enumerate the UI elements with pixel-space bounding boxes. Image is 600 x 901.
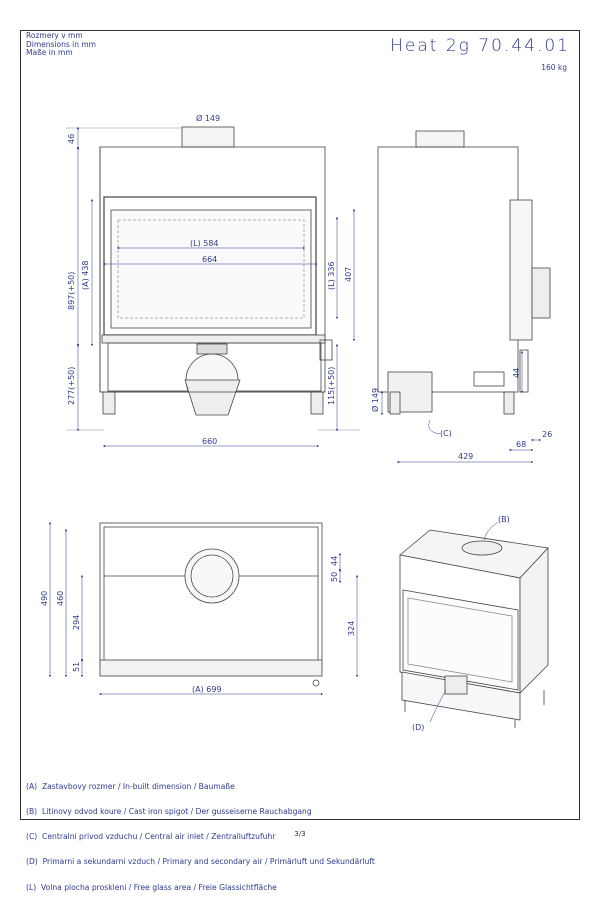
iso-label-b: (B) [498,515,510,524]
plan-dim-51: 51 [72,662,81,672]
side-dim-429: 429 [458,452,473,461]
side-flue-collar [415,130,465,148]
front-dim-584: (L) 584 [190,239,219,248]
front-dim-664: 664 [202,255,217,264]
iso-view [399,529,549,728]
units-cs: Rozmery v mm [26,31,83,40]
front-dim-277: 277(+50) [67,367,76,405]
front-labels: Ø 149 46 897(+50) (A) 438 277(+50) (L) 5… [67,113,353,446]
units-en: Dimensions in mm [26,39,96,49]
side-air-dia: Ø 149 [370,388,380,412]
legend-item-a: (A) Zastavbovy rozmer / In-built dimensi… [26,781,235,791]
side-body [377,146,519,393]
product-weight: 160 kg [541,63,567,72]
side-dimensions [380,350,542,464]
iso-leaders [429,521,499,723]
legend-item-d: (D) Primarni a sekundarni vzduch / Prima… [26,857,375,867]
plan-labels: 490 460 294 51 44 50 324 (A) 699 [40,556,356,694]
front-view [99,126,333,416]
legend-item-l: (L) Volna plocha proskleni / Free glass … [26,882,277,892]
iso-label-d: (D) [412,723,424,732]
legend-item-b: (B) Litinovy odvod koure / Cast iron spi… [26,807,312,817]
front-dimensions [66,126,360,448]
side-labels: Ø 149 (C) 44 26 68 429 [370,368,552,461]
legend-item-c: (C) Centralni privod vzduchu / Central a… [26,832,276,842]
technical-drawing: Ø 149 46 897(+50) (A) 438 277(+50) (L) 5… [40,113,552,732]
side-label-c: (C) [440,429,452,438]
side-dim-68: 68 [516,440,526,449]
units-de: Maße in mm [26,48,73,57]
plan-dimensions [48,521,359,696]
front-dim-438: (A) 438 [81,260,90,290]
front-flue-collar [181,126,235,148]
drawing-frame [20,30,580,820]
plan-view [99,522,323,687]
front-dim-46: 46 [67,134,76,144]
front-dim-660: 660 [202,437,217,446]
front-dim-407: 407 [344,267,353,282]
iso-flue-spigot [461,540,503,556]
plan-dim-460: 460 [56,591,65,606]
plan-dim-490: 490 [40,591,49,606]
page-number: 3/3 [294,830,306,838]
front-dim-115: 115(+50) [327,367,336,405]
plan-dim-699: (A) 699 [192,685,222,694]
side-dim-44: 44 [512,368,521,378]
plan-dim-50: 50 [330,572,339,582]
side-dim-26: 26 [542,430,552,439]
front-top-flue-dia: Ø 149 [196,113,220,123]
plan-dim-294: 294 [72,615,81,630]
plan-dim-324: 324 [347,621,356,636]
iso-labels: (B) (D) [412,515,510,732]
product-title: Heat 2g 70.44.01 [390,36,570,56]
front-dim-336: (L) 336 [327,261,336,290]
plan-dim-44: 44 [330,556,339,566]
front-glass [110,209,312,329]
plan-flue-spigot [184,548,240,604]
front-dim-897: 897(+50) [67,272,76,310]
side-view [377,130,551,415]
